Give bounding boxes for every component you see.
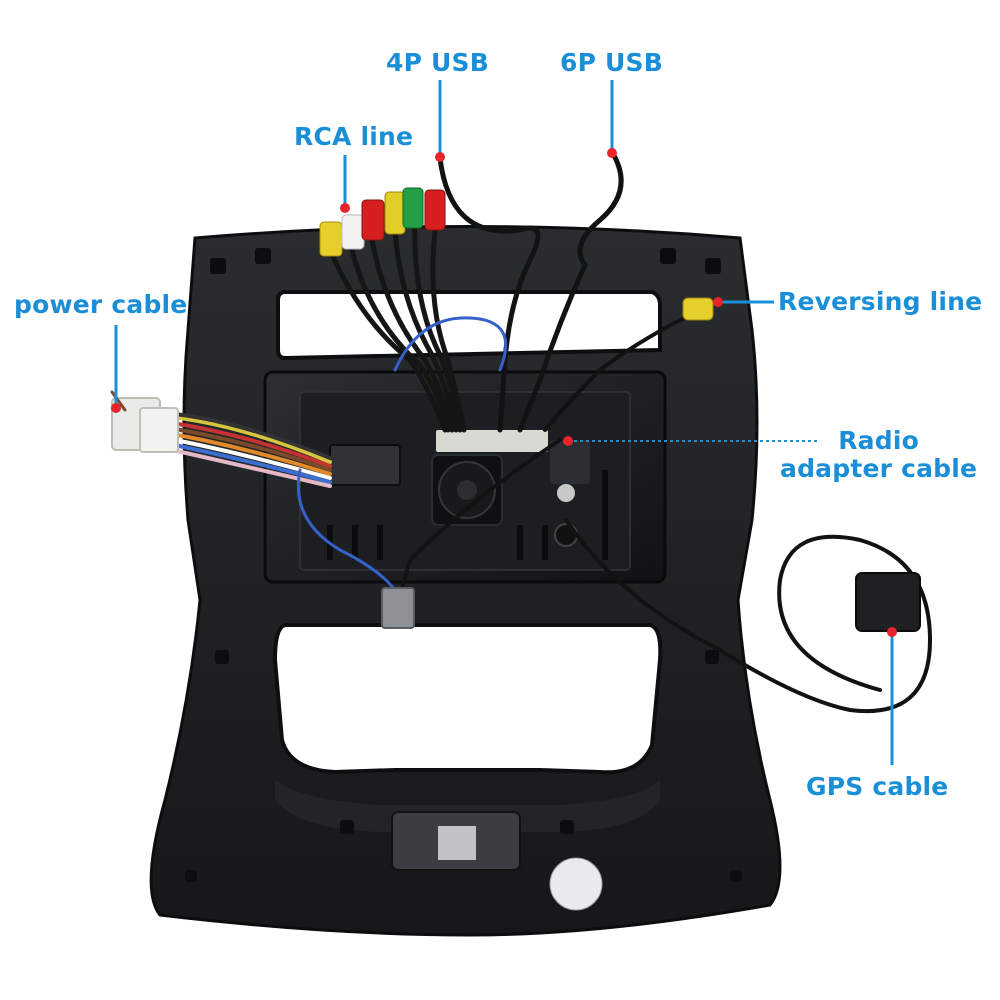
main-connector — [329, 444, 401, 486]
gps-cable — [564, 518, 933, 714]
reversing-plug — [682, 297, 714, 321]
label-6p-usb: 6P USB — [560, 48, 663, 77]
top-connector-strip — [436, 430, 548, 452]
radio-adapter-plug — [381, 587, 415, 629]
rca-plugs — [319, 187, 446, 257]
blue-wire — [393, 316, 508, 372]
usb-6p-cable — [517, 149, 624, 433]
antenna-port — [554, 523, 578, 547]
label-4p-usb: 4P USB — [386, 48, 489, 77]
top-slot-opening — [276, 290, 662, 361]
blue-wire-2 — [296, 468, 397, 592]
power-plug-2 — [139, 407, 179, 453]
cable-bundle — [110, 149, 933, 714]
label-rca-line: RCA line — [294, 122, 414, 151]
label-radio-line2: adapter cable — [780, 454, 978, 483]
bottom-bracket — [275, 780, 660, 832]
cooling-fan — [431, 454, 503, 526]
label-radio-adapter-cable: Radio adapter cable — [780, 427, 977, 483]
lower-opening — [272, 623, 663, 775]
side-connector — [550, 440, 590, 484]
label-reversing-line: Reversing line — [778, 287, 983, 316]
gps-port — [557, 484, 575, 502]
label-power-cable: power cable — [14, 290, 188, 319]
radio-adapter-cable — [398, 438, 562, 597]
usb-4p-cable — [437, 155, 541, 433]
round-sticker — [549, 857, 603, 911]
label-gps-cable: GPS cable — [806, 772, 949, 801]
callouts — [111, 80, 897, 765]
reversing-cable — [543, 313, 692, 432]
label-radio-line1: Radio — [838, 426, 919, 455]
gps-antenna — [855, 572, 921, 632]
rca-wires — [327, 212, 467, 433]
head-unit-back — [263, 370, 667, 584]
bottom-clip-sticker — [438, 826, 476, 860]
